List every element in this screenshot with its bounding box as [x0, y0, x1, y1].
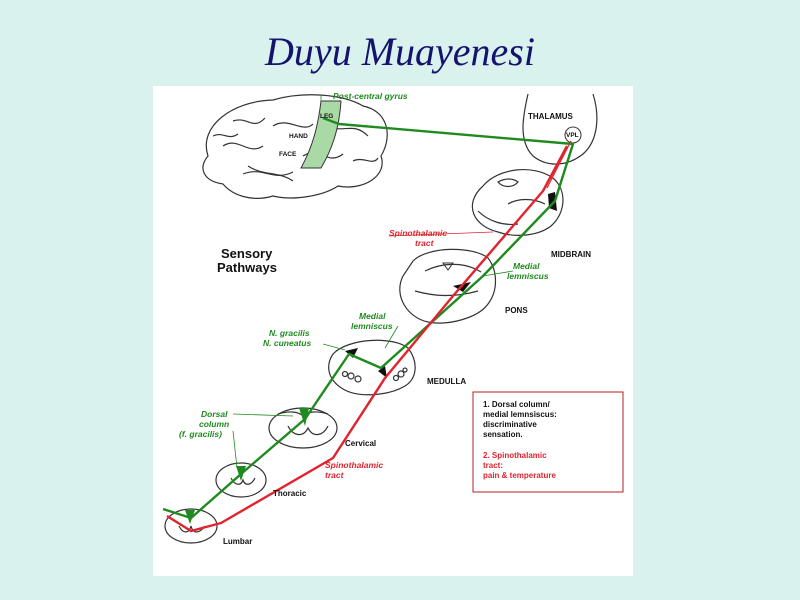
medulla-illustration: [328, 339, 416, 396]
post-central-gyrus-label: Post-central gyrus: [333, 91, 408, 101]
hand-label: HAND: [289, 133, 308, 140]
legend-item1-line3: discriminative: [483, 420, 537, 429]
cervical-label: Cervical: [345, 439, 376, 448]
lumbar-cord-illustration: [164, 508, 218, 544]
spinothalamic-lower-label-line2: tract: [325, 470, 345, 480]
legend-item1-line2: medial lemnsiscus:: [483, 410, 557, 419]
slide-title: Duyu Muayenesi: [265, 29, 535, 74]
thoracic-cord-illustration: [215, 462, 267, 498]
legend-item1-line4: sensation.: [483, 430, 523, 439]
tract-markers: [345, 192, 557, 378]
dorsal-column-label-line1: Dorsal: [201, 409, 228, 419]
legend-item2-line3: pain & temperature: [483, 471, 556, 480]
sensory-pathways-heading-line1: Sensory: [221, 246, 273, 261]
spinothalamic-upper-label-line2: tract: [415, 238, 435, 248]
legend-item2-line2: tract:: [483, 461, 503, 470]
spinothalamic-lower-label-line1: Spinothalamic: [325, 460, 383, 470]
thoracic-label: Thoracic: [273, 489, 307, 498]
medial-lemniscus-upper-label-line2: lemniscus: [507, 271, 549, 281]
face-label: FACE: [279, 151, 297, 158]
medial-lemniscus-upper-label-line1: Medial: [513, 261, 540, 271]
spinothalamic-upper-label-line1: Spinothalamic: [389, 228, 447, 238]
legend: 1. Dorsal column/ medial lemnsiscus: dis…: [472, 391, 624, 493]
sensory-pathways-heading-line2: Pathways: [217, 260, 277, 275]
medial-lemniscus-lower-label-line2: lemniscus: [351, 321, 393, 331]
spinothalamic-pathway: [166, 145, 569, 533]
legend-item1-line1: 1. Dorsal column/: [483, 400, 550, 409]
spinothalamic-pathway-thin: [546, 140, 572, 189]
legend-box: [472, 391, 624, 493]
midbrain-label: MIDBRAIN: [551, 250, 591, 259]
n-gracilis-label: N. gracilis: [269, 328, 310, 338]
dorsal-column-label-line3: (f. gracilis): [179, 429, 222, 439]
thalamus-label: THALAMUS: [528, 112, 574, 121]
post-central-gyrus-region: [300, 100, 342, 169]
pons-label: PONS: [505, 306, 528, 315]
brain-illustration: [202, 94, 388, 199]
medulla-label: MEDULLA: [427, 377, 466, 386]
sensory-pathways-figure: LEG HAND FACE Post-central gyrus THALAMU…: [153, 86, 633, 576]
n-cuneatus-label: N. cuneatus: [263, 338, 311, 348]
thalamus-illustration: [522, 93, 598, 165]
dorsal-column-label-line2: column: [199, 419, 229, 429]
pathway-diagram: LEG HAND FACE Post-central gyrus THALAMU…: [162, 91, 624, 546]
leg-label: LEG: [320, 113, 333, 120]
lumbar-label: Lumbar: [223, 537, 252, 546]
legend-item2-line1: 2. Spinothalamic: [483, 451, 547, 460]
dorsal-column-pathway: [162, 116, 575, 520]
label-pointer-lines: [232, 95, 514, 469]
vpl-label: VPL: [566, 132, 579, 139]
pons-ventricle: [442, 262, 454, 271]
pons-illustration: [399, 248, 497, 324]
medial-lemniscus-lower-label-line1: Medial: [359, 311, 386, 321]
